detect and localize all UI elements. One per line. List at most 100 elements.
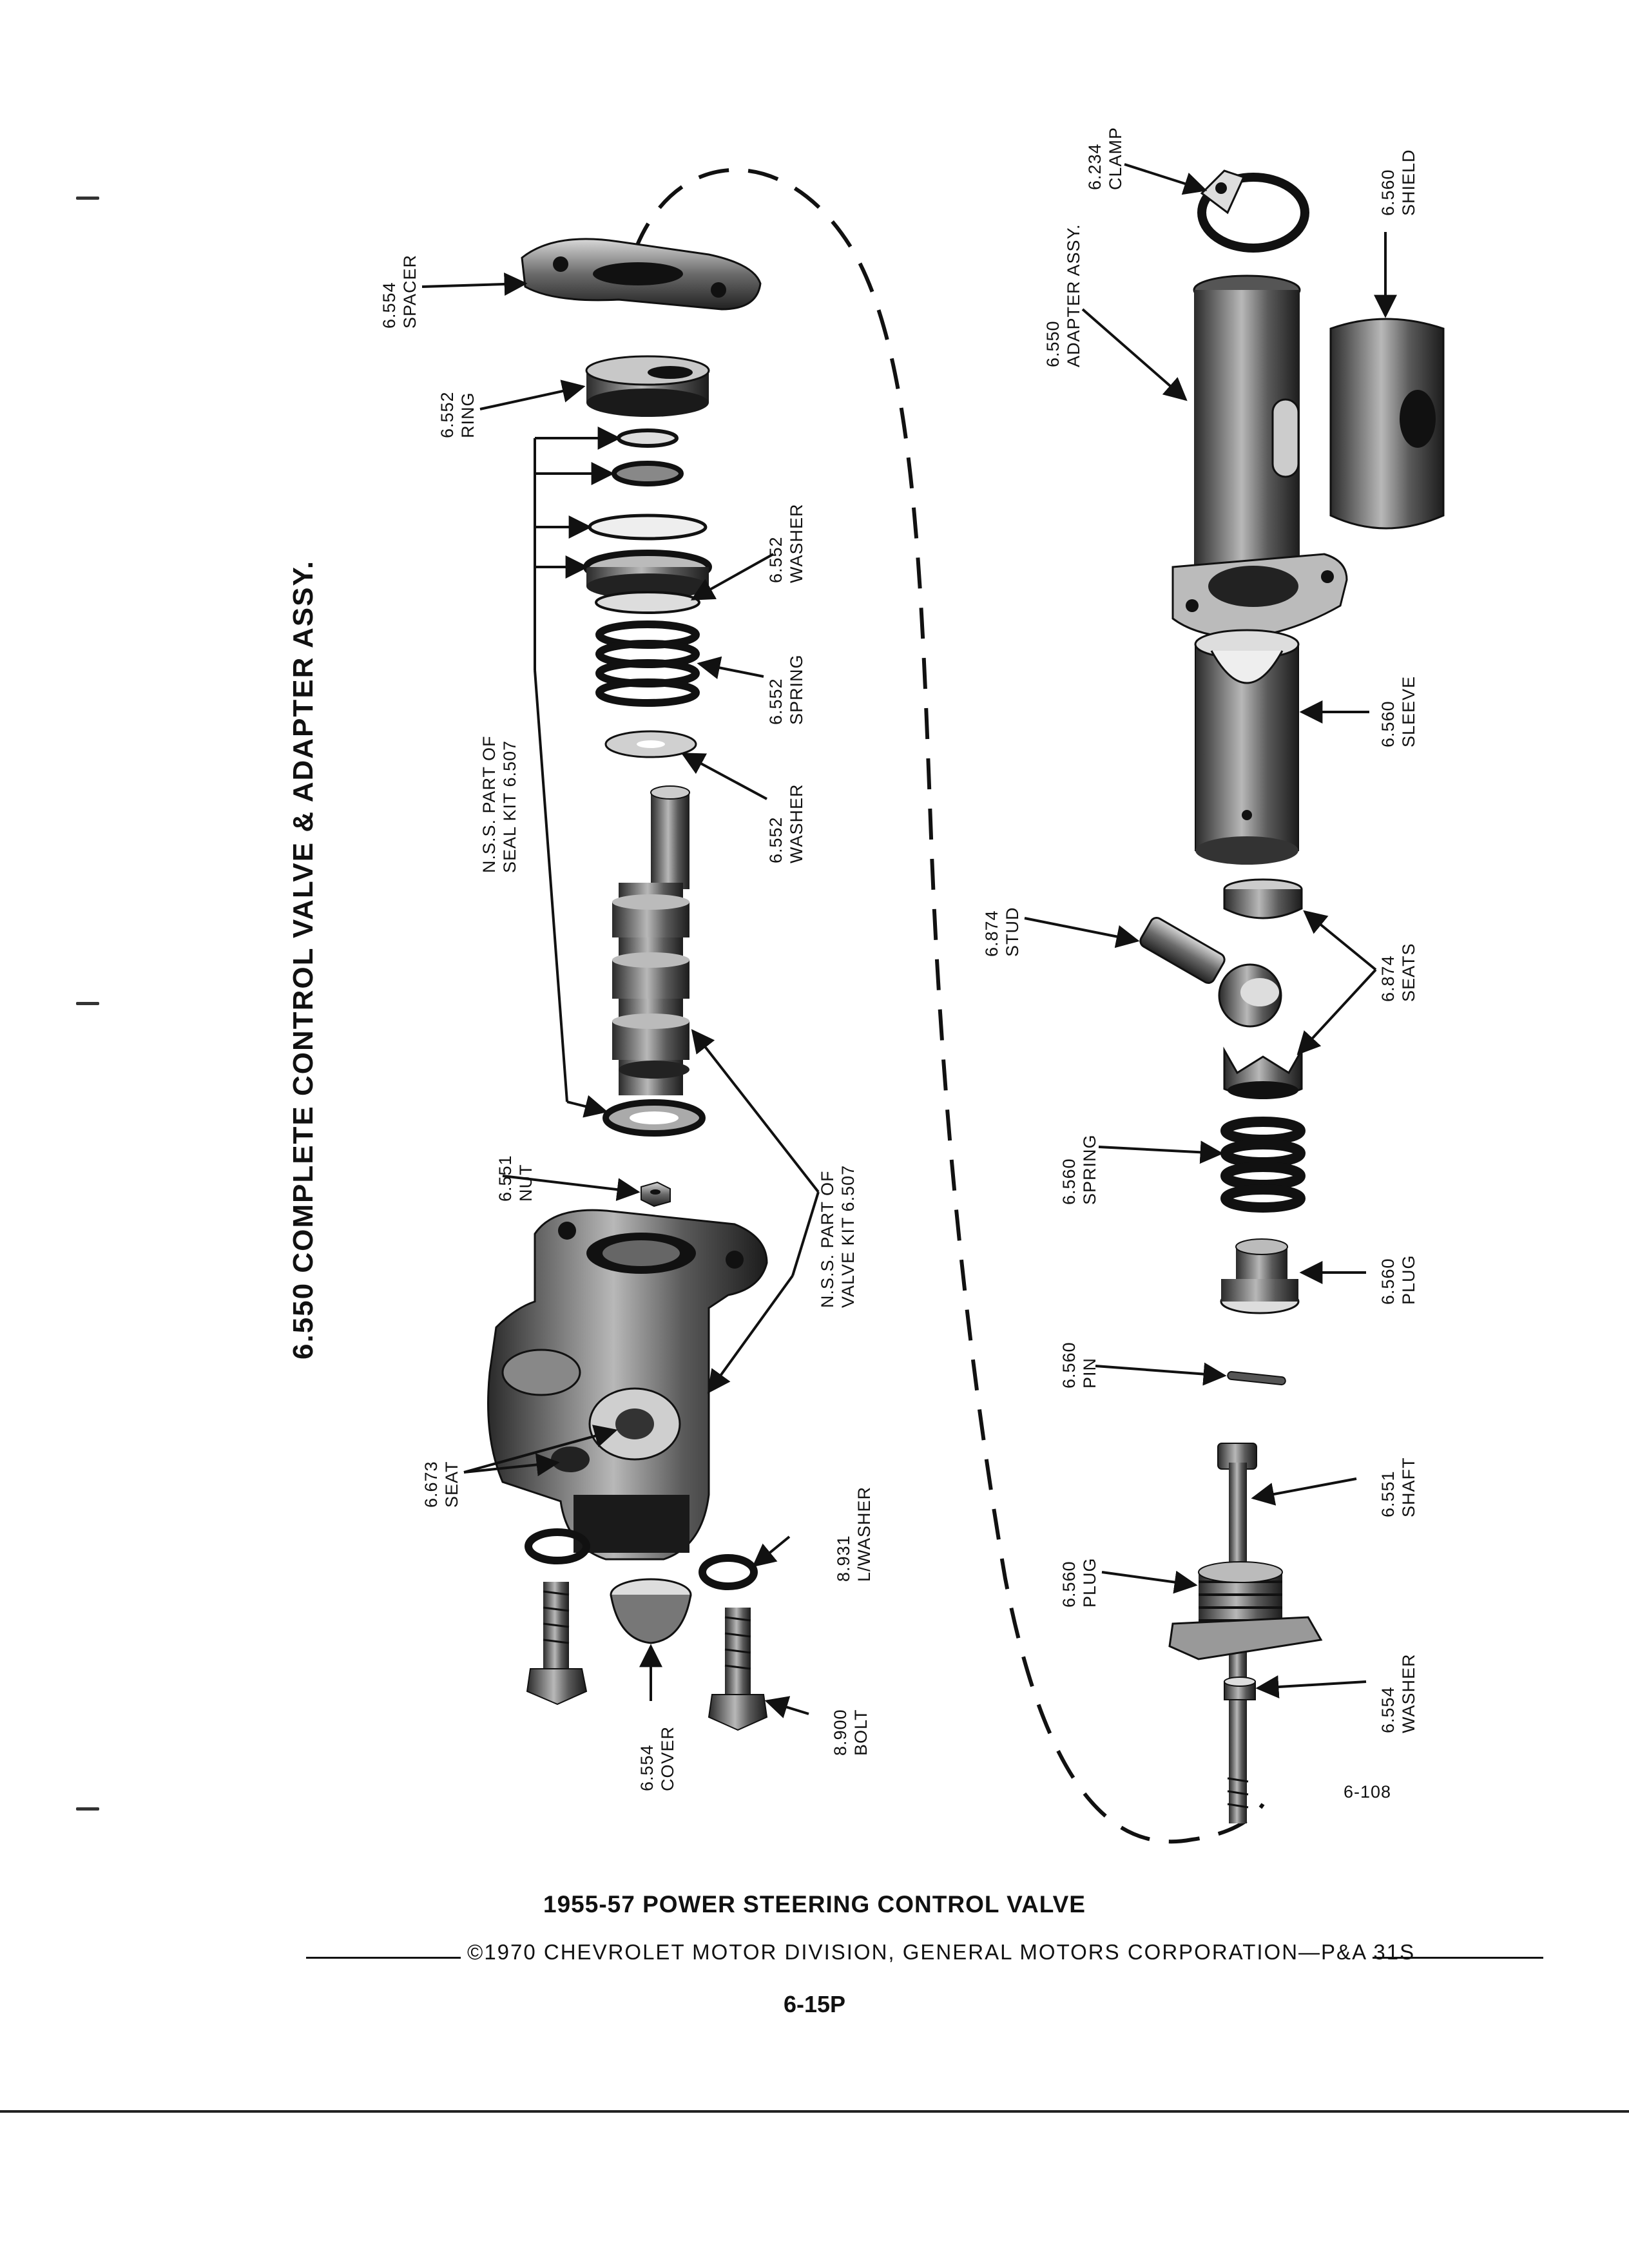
label-lwasher-num: 8.931: [834, 1535, 853, 1582]
label-nut-num: 6.551: [496, 1155, 515, 1202]
label-pin-num: 6.560: [1059, 1341, 1079, 1389]
label-cover: 6.554 COVER: [637, 1726, 677, 1791]
label-washer-lower-name: WASHER: [787, 783, 806, 863]
label-seats: 6.874 SEATS: [1378, 943, 1418, 1002]
label-stud: 6.874 STUD: [982, 907, 1022, 957]
spacer-part: [521, 238, 762, 311]
label-sleeve: 6.560 SLEEVE: [1378, 676, 1418, 747]
bolt-left-part: [526, 1582, 588, 1706]
label-lwasher: 8.931 L/WASHER: [834, 1486, 874, 1582]
label-shaft-name: SHAFT: [1399, 1457, 1418, 1517]
label-spring-right: 6.560 SPRING: [1059, 1134, 1099, 1205]
sleeve-part: [1194, 629, 1300, 865]
plug-upper-part: [1220, 1238, 1300, 1314]
label-seal-kit: N.S.S. PART OF SEAL KIT 6.507: [479, 735, 519, 873]
label-stud-name: STUD: [1003, 907, 1022, 957]
label-nut-name: NUT: [516, 1164, 535, 1202]
label-spring-right-name: SPRING: [1080, 1134, 1099, 1205]
seal-ring-bottom-part: [602, 1099, 706, 1137]
label-clamp-num: 6.234: [1085, 143, 1104, 190]
margin-tick-middle: [76, 1002, 99, 1005]
label-spring-right-num: 6.560: [1059, 1158, 1079, 1205]
label-washer-right-name: WASHER: [1399, 1653, 1418, 1733]
label-nut: 6.551 NUT: [496, 1155, 535, 1202]
pin-part: [1227, 1370, 1286, 1386]
label-washer-right: 6.554 WASHER: [1378, 1653, 1418, 1733]
label-lwasher-name: L/WASHER: [854, 1486, 874, 1582]
lock-washer-right-part: [699, 1554, 758, 1590]
cover-part: [610, 1578, 692, 1644]
label-cover-name: COVER: [658, 1726, 677, 1791]
label-ring: 6.552 RING: [438, 391, 477, 438]
ring-part: [585, 355, 710, 417]
washer-lower-part: [604, 730, 697, 758]
label-clamp: 6.234 CLAMP: [1085, 127, 1125, 190]
label-plug-upper: 6.560 PLUG: [1378, 1254, 1418, 1305]
label-shield-name: SHIELD: [1399, 149, 1418, 216]
seal-washers-part: [583, 428, 712, 614]
label-clamp-name: CLAMP: [1106, 127, 1125, 190]
label-seal-kit-line2: SEAL KIT 6.507: [500, 740, 519, 873]
label-seal-kit-line1: N.S.S. PART OF: [479, 735, 499, 873]
label-washer-upper-num: 6.552: [766, 536, 786, 583]
plug-lower-part: [1168, 1561, 1323, 1660]
label-valve-kit: N.S.S. PART OF VALVE KIT 6.507: [818, 1165, 858, 1308]
label-stud-num: 6.874: [982, 910, 1001, 957]
label-pin: 6.560 PIN: [1059, 1341, 1099, 1389]
label-spring-name: SPRING: [787, 654, 806, 725]
label-shield-num: 6.560: [1378, 169, 1398, 216]
label-adapter-name: ADAPTER ASSY.: [1064, 224, 1083, 367]
label-seat-num: 6.673: [421, 1461, 441, 1508]
label-washer-lower-num: 6.552: [766, 816, 786, 863]
label-seats-num: 6.874: [1378, 955, 1398, 1002]
dashed-assembly-loop: [633, 168, 1265, 1844]
seat-lower-part: [1223, 1046, 1303, 1099]
copyright-text: ©1970 CHEVROLET MOTOR DIVISION, GENERAL …: [467, 1940, 1416, 1964]
washer-right-part: [1224, 1677, 1256, 1700]
adapter-part: [1171, 274, 1348, 639]
label-spring: 6.552 SPRING: [766, 654, 806, 725]
label-seats-name: SEATS: [1399, 943, 1418, 1002]
label-ring-num: 6.552: [438, 391, 457, 438]
label-washer-upper: 6.552 WASHER: [766, 503, 806, 583]
label-spacer-name: SPACER: [400, 255, 419, 329]
label-bolt: 8.900 BOLT: [831, 1709, 871, 1756]
label-cover-num: 6.554: [637, 1744, 657, 1791]
clamp-part: [1197, 169, 1309, 253]
label-spacer-num: 6.554: [380, 282, 399, 329]
label-spacer: 6.554 SPACER: [380, 255, 419, 329]
margin-tick-top: [76, 197, 99, 200]
label-bolt-num: 8.900: [831, 1709, 850, 1756]
margin-tick-bottom: [76, 1807, 99, 1811]
label-pin-name: PIN: [1080, 1358, 1099, 1389]
stud-part: [1139, 917, 1282, 1028]
label-plug-lower-name: PLUG: [1080, 1557, 1099, 1608]
label-adapter-num: 6.550: [1043, 320, 1063, 367]
spring-part: [595, 620, 700, 707]
label-sleeve-name: SLEEVE: [1399, 676, 1418, 747]
label-seat: 6.673 SEAT: [421, 1461, 461, 1508]
copyright-row: ©1970 CHEVROLET MOTOR DIVISION, GENERAL …: [306, 1936, 1543, 1975]
label-seat-name: SEAT: [442, 1461, 461, 1508]
label-washer-upper-name: WASHER: [787, 503, 806, 583]
nut-part: [641, 1181, 671, 1207]
bolt-right-part: [708, 1608, 768, 1731]
leader-lines: [421, 163, 1397, 1718]
label-shaft-num: 6.551: [1378, 1470, 1398, 1517]
label-plug-lower: 6.560 PLUG: [1059, 1557, 1099, 1608]
label-plug-upper-name: PLUG: [1399, 1254, 1418, 1305]
label-valve-kit-line2: VALVE KIT 6.507: [838, 1165, 858, 1308]
label-shield: 6.560 SHIELD: [1378, 149, 1418, 216]
shield-part: [1329, 318, 1445, 530]
label-washer-right-num: 6.554: [1378, 1686, 1398, 1733]
label-plug-lower-num: 6.560: [1059, 1561, 1079, 1608]
copyright-rule-left: [306, 1957, 461, 1959]
copyright-rule-right: [1373, 1957, 1543, 1959]
lock-washer-left-part: [525, 1528, 590, 1564]
label-valve-kit-line1: N.S.S. PART OF: [818, 1170, 837, 1308]
diagram-title: 6.550 COMPLETE CONTROL VALVE & ADAPTER A…: [287, 560, 319, 1360]
valve-body-part: [487, 1209, 768, 1561]
label-ring-name: RING: [458, 392, 477, 439]
bottom-rule: [0, 2110, 1629, 2113]
